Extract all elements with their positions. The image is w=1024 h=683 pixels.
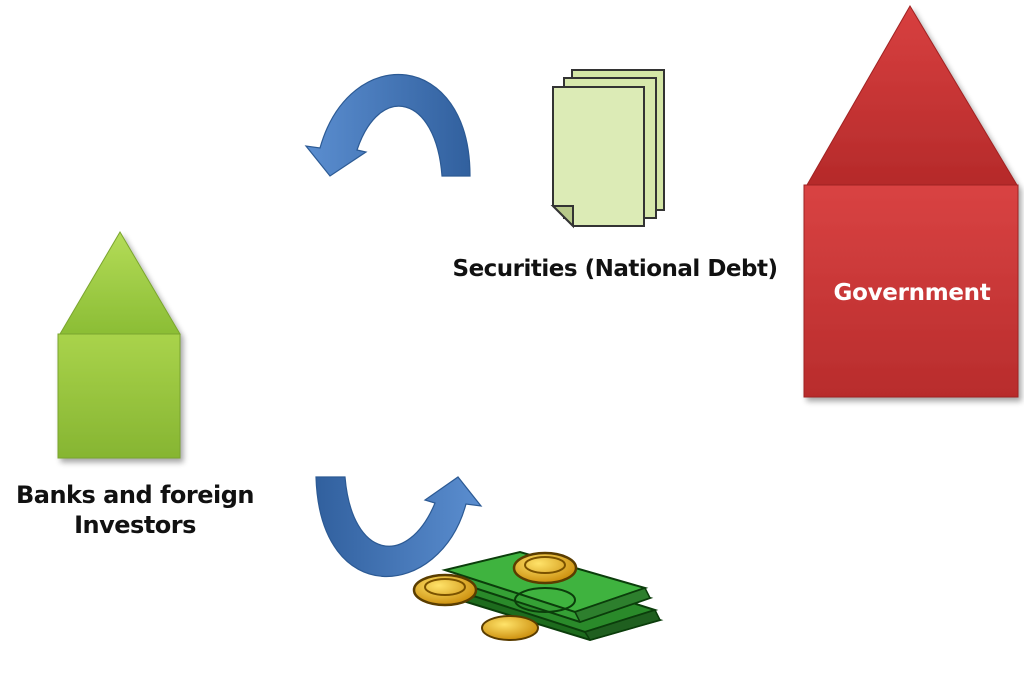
securities-label: Securities (National Debt) — [452, 256, 778, 282]
government-house-icon — [803, 5, 1019, 398]
banks-label-line2: Investors — [74, 511, 196, 539]
curved-arrow-icon — [315, 476, 483, 578]
banks-label: Banks and foreign Investors — [10, 480, 260, 540]
curved-arrow-icon — [304, 73, 471, 177]
banks-label-line1: Banks and foreign — [15, 481, 255, 509]
banks-house-icon — [57, 231, 181, 459]
money-icon — [412, 550, 664, 642]
government-label: Government — [833, 280, 991, 306]
document-stack-icon — [550, 69, 665, 229]
